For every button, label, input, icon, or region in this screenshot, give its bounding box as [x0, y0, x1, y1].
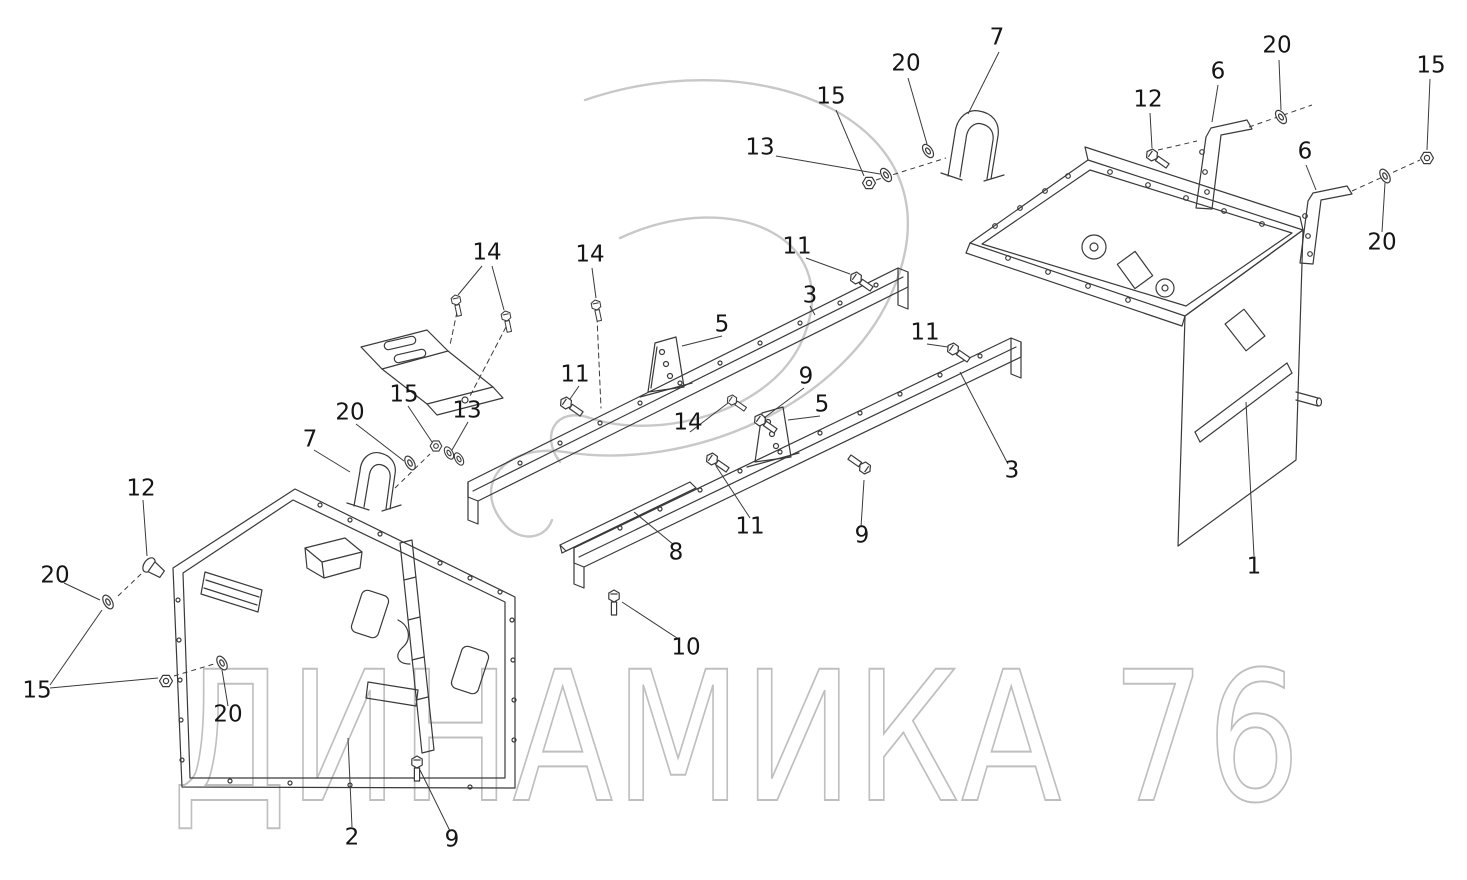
part-label-15-32: 15 — [22, 677, 52, 704]
nut-15-right — [1419, 151, 1435, 165]
bolt-9-b — [845, 452, 874, 477]
watermark-text: ДИНАМИКА 76 — [172, 634, 1302, 843]
part-label-14-10: 14 — [472, 239, 502, 266]
part-label-11-17: 11 — [560, 361, 590, 388]
part-label-6-5: 6 — [1210, 58, 1226, 85]
part-label-20-20: 20 — [335, 399, 365, 426]
washer-20-left-a — [100, 592, 116, 612]
part-label-8-29: 8 — [668, 539, 684, 566]
part-label-7-0: 7 — [989, 24, 1005, 51]
bolt-9-a — [751, 411, 780, 436]
rail-3-lower — [573, 337, 1022, 589]
part-label-15-6: 15 — [1416, 52, 1446, 79]
part-label-20-28: 20 — [40, 562, 70, 589]
clamp-7-top — [940, 110, 1005, 182]
part-label-1-30: 1 — [1246, 553, 1262, 580]
part-label-9-16: 9 — [798, 363, 814, 390]
nut-15-mid — [429, 440, 443, 452]
strap-6-lower — [1299, 185, 1353, 265]
panel-2-side — [172, 488, 517, 790]
part-label-15-18: 15 — [389, 381, 419, 408]
clamp-7-left — [346, 452, 402, 512]
part-label-2-34: 2 — [344, 824, 360, 851]
nut-15-top — [861, 176, 877, 190]
part-label-9-27: 9 — [854, 522, 870, 549]
part-label-20-4: 20 — [1262, 32, 1292, 59]
part-label-10-31: 10 — [671, 634, 701, 661]
part-label-11-26: 11 — [735, 513, 765, 540]
fastener-axes — [117, 104, 1421, 677]
part-label-11-15: 11 — [910, 319, 940, 346]
part-label-12-7: 12 — [1133, 86, 1163, 113]
part-label-11-12: 11 — [782, 233, 812, 260]
part-label-3-24: 3 — [1004, 457, 1020, 484]
bolt-11-d — [703, 450, 732, 475]
part-label-12-25: 12 — [126, 475, 156, 502]
part-label-3-13: 3 — [802, 282, 818, 309]
strap-6-upper — [1195, 119, 1253, 210]
pin-12-left — [139, 554, 168, 582]
bolt-14-d — [724, 392, 749, 414]
bolt-14-a — [450, 293, 465, 318]
bolt-11-c — [944, 340, 973, 365]
bracket-5-lower — [746, 406, 800, 468]
rail-3-upper — [467, 267, 909, 525]
bracket-5-upper — [639, 336, 693, 398]
washer-13-top — [877, 165, 895, 185]
part-label-13-3: 13 — [745, 134, 775, 161]
leader-lines — [49, 51, 1431, 832]
bolt-14-b — [500, 309, 515, 334]
part-label-15-2: 15 — [816, 83, 846, 110]
bolt-12-right — [1143, 146, 1172, 171]
mount-bracket-plate — [360, 311, 602, 416]
washer-20-right-b — [1377, 166, 1393, 186]
part-label-6-8: 6 — [1297, 138, 1313, 165]
part-label-5-14: 5 — [714, 311, 730, 338]
part-label-7-23: 7 — [302, 426, 318, 453]
part-label-9-35: 9 — [444, 826, 460, 853]
strip-8 — [559, 481, 697, 554]
part-label-14-11: 14 — [575, 241, 605, 268]
washer-13-mid-b — [451, 450, 467, 468]
part-label-20-33: 20 — [213, 701, 243, 728]
watermark-logo: ДИНАМИКА 76 — [171, 79, 1302, 844]
part-label-14-21: 14 — [673, 409, 703, 436]
panel-1-rear — [965, 146, 1323, 547]
nut-15-left — [158, 674, 174, 688]
part-label-20-9: 20 — [1367, 229, 1397, 256]
washer-20-right-a — [1272, 107, 1290, 127]
bolt-14-c — [590, 298, 605, 323]
bolt-10 — [608, 589, 620, 616]
part-label-20-1: 20 — [891, 50, 921, 77]
part-label-5-22: 5 — [814, 391, 830, 418]
washer-20-top — [919, 141, 937, 161]
part-label-13-19: 13 — [452, 397, 482, 424]
